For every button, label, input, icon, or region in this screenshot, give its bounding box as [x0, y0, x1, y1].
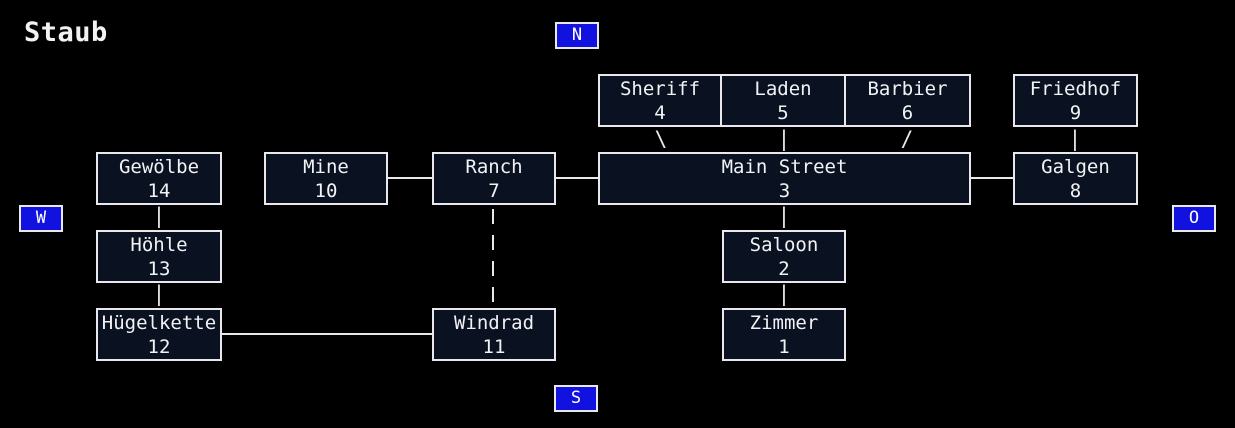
room-name: Saloon — [749, 234, 819, 256]
edge-ranch-to-main-street — [556, 177, 598, 179]
room-name: Main Street — [721, 156, 848, 178]
room-name: Ranch — [465, 156, 523, 178]
room-number: 2 — [778, 258, 790, 280]
room-number: 7 — [488, 180, 500, 202]
room-name: Hügelkette — [101, 312, 217, 334]
room-number: 14 — [147, 180, 171, 202]
edge-hoehle-to-huegelkette: | — [152, 282, 166, 306]
compass-west-marker[interactable]: W — [19, 205, 63, 232]
room-name: Barbier — [867, 78, 948, 100]
edge-ranch-to-windrad — [492, 209, 494, 305]
room-name: Zimmer — [749, 312, 819, 334]
room-name: Galgen — [1041, 156, 1110, 178]
room-number: 1 — [778, 336, 790, 358]
room-name: Mine — [303, 156, 349, 178]
edge-sheriff-to-main-street: \ — [654, 127, 668, 151]
edge-main-street-to-galgen — [971, 177, 1013, 179]
room-number: 9 — [1069, 102, 1082, 124]
compass-south-marker[interactable]: S — [554, 385, 598, 412]
room-number: 12 — [147, 336, 171, 358]
room-name: Laden — [754, 78, 812, 100]
room-number: 13 — [147, 258, 171, 280]
room-number: 10 — [314, 180, 338, 202]
room-name: Friedhof — [1029, 78, 1122, 100]
map-title: Staub — [24, 17, 108, 48]
edge-barbier-to-main-street: / — [900, 127, 914, 151]
compass-east-marker[interactable]: O — [1172, 205, 1216, 232]
room-number: 3 — [778, 180, 791, 202]
room-number: 6 — [901, 102, 914, 124]
edge-saloon-to-zimmer: | — [777, 282, 791, 306]
edge-mine-to-ranch — [388, 177, 432, 179]
compass-north-marker[interactable]: N — [555, 22, 599, 49]
room-number: 5 — [777, 102, 789, 124]
edge-main-street-to-saloon: | — [777, 204, 791, 228]
room-number: 4 — [654, 102, 666, 124]
room-number: 11 — [482, 336, 506, 358]
edge-friedhof-to-galgen: | — [1068, 127, 1082, 151]
room-name: Gewölbe — [118, 156, 200, 178]
edge-laden-to-main-street: | — [777, 127, 791, 151]
room-name: Sheriff — [619, 78, 701, 100]
room-name: Höhle — [130, 234, 188, 256]
room-number: 8 — [1069, 180, 1082, 202]
edge-huegelkette-to-windrad — [222, 333, 432, 335]
room-name: Windrad — [453, 312, 535, 334]
edge-gewoelbe-to-hoehle: | — [152, 204, 166, 228]
